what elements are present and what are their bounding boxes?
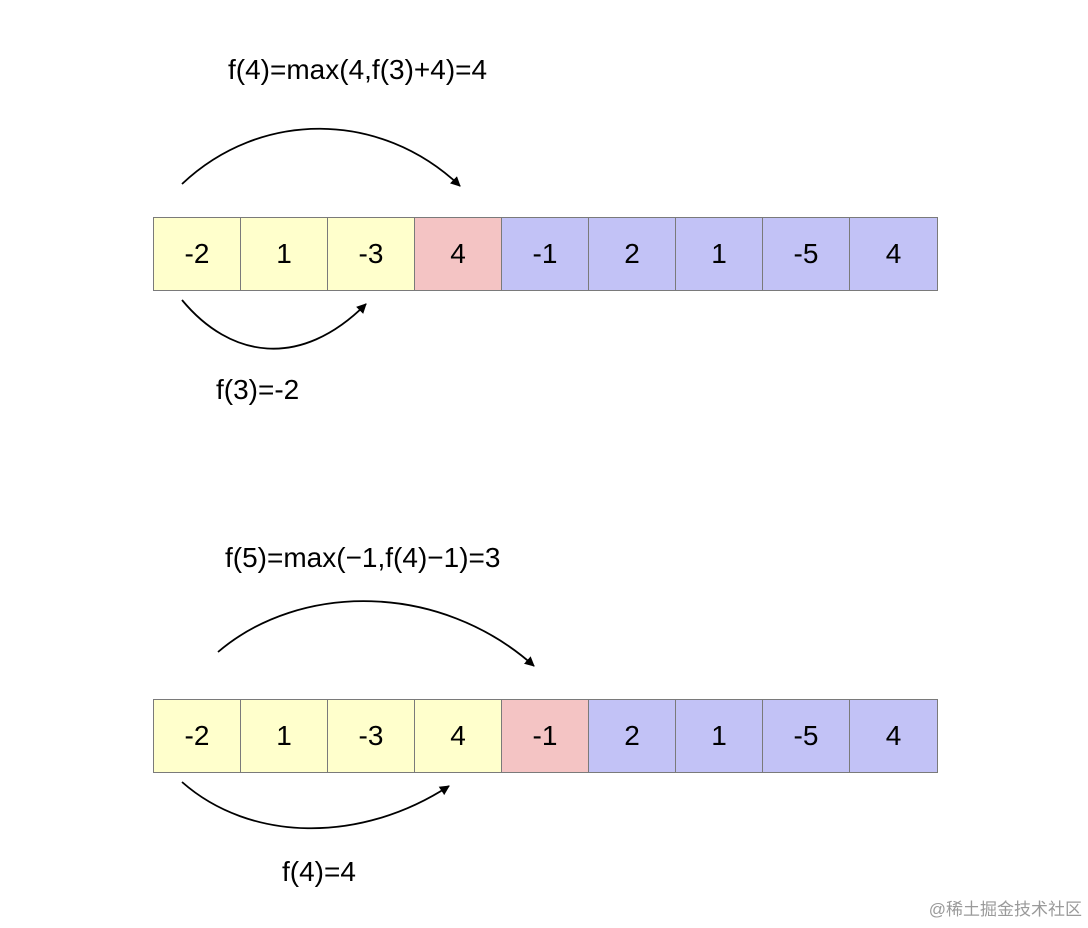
arrows [181, 127, 461, 350]
array-cell: 1 [241, 218, 328, 290]
bottom-arrow [181, 299, 367, 350]
array-row: -2 1 -3 4 -1 2 1 -5 4 [153, 699, 938, 773]
diagram-panel-1: f(4)=max(4,f(3)+4)=4 -2 1 -3 4 -1 2 1 -5… [0, 0, 1088, 404]
array-cell: 1 [241, 700, 328, 772]
bottom-formula: f(4)=4 [282, 856, 356, 887]
watermark: @稀土掘金技术社区 [928, 900, 1082, 919]
array-cell: -3 [328, 700, 415, 772]
array-cell-current: 4 [415, 218, 502, 290]
bottom-arrow [181, 781, 450, 830]
array-cell: 2 [589, 218, 676, 290]
array-cell: -3 [328, 218, 415, 290]
array-cell: 1 [676, 700, 763, 772]
array-cell: 2 [589, 700, 676, 772]
top-formula: f(4)=max(4,f(3)+4)=4 [228, 54, 488, 85]
array-cell: 4 [415, 700, 502, 772]
array-cell: -5 [763, 700, 850, 772]
top-formula: f(5)=max(−1,f(4)−1)=3 [225, 542, 501, 573]
array-cell: -2 [154, 700, 241, 772]
array-cell: -5 [763, 218, 850, 290]
bottom-formula: f(3)=-2 [216, 374, 300, 405]
top-arrow [217, 600, 535, 667]
diagram-panel-2: f(5)=max(−1,f(4)−1)=3 -2 1 -3 4 -1 2 1 -… [0, 482, 1088, 886]
array-cell: 4 [850, 218, 937, 290]
top-arrow [181, 127, 461, 187]
arrows [181, 600, 535, 830]
array-cell: 1 [676, 218, 763, 290]
array-cell: -1 [502, 218, 589, 290]
array-cell-current: -1 [502, 700, 589, 772]
array-cell: -2 [154, 218, 241, 290]
array-cell: 4 [850, 700, 937, 772]
array-row: -2 1 -3 4 -1 2 1 -5 4 [153, 217, 938, 291]
